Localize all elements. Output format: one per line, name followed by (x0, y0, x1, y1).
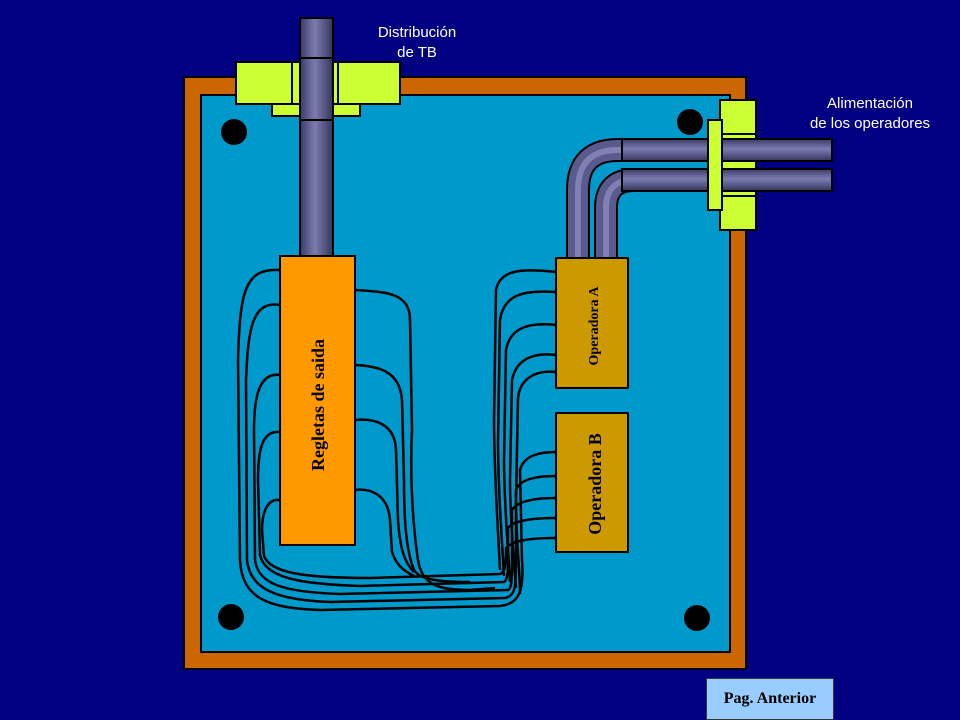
power-label-line1: Alimentación (827, 95, 913, 112)
power-label: Alimentación de los operadores (790, 94, 950, 134)
operator-b-label: Operadora B (585, 433, 605, 535)
mounting-hole-bottom-left (218, 604, 244, 630)
operator-a-block (555, 257, 629, 389)
operator-a-label: Operadora A (587, 286, 602, 366)
distribution-label: Distribución de TB (352, 23, 482, 63)
distribution-pipe (299, 17, 334, 259)
wiring-bundle (236, 268, 557, 612)
operator-b-block (555, 412, 629, 553)
distribution-label-line2: de TB (397, 44, 437, 61)
distribution-label-line1: Distribución (377, 24, 457, 41)
previous-page-button[interactable]: Pag. Anterior (706, 678, 834, 720)
mounting-hole-top-left (221, 119, 247, 145)
mounting-hole-top-right (677, 109, 703, 135)
power-label-line2: de los operadores (809, 115, 931, 132)
operator-power-pipes (566, 138, 833, 258)
output-strips-label: Regletas de saida (308, 339, 328, 471)
power-fitting (707, 99, 757, 231)
mounting-hole-bottom-right (684, 605, 710, 631)
output-strips-block (279, 255, 356, 546)
